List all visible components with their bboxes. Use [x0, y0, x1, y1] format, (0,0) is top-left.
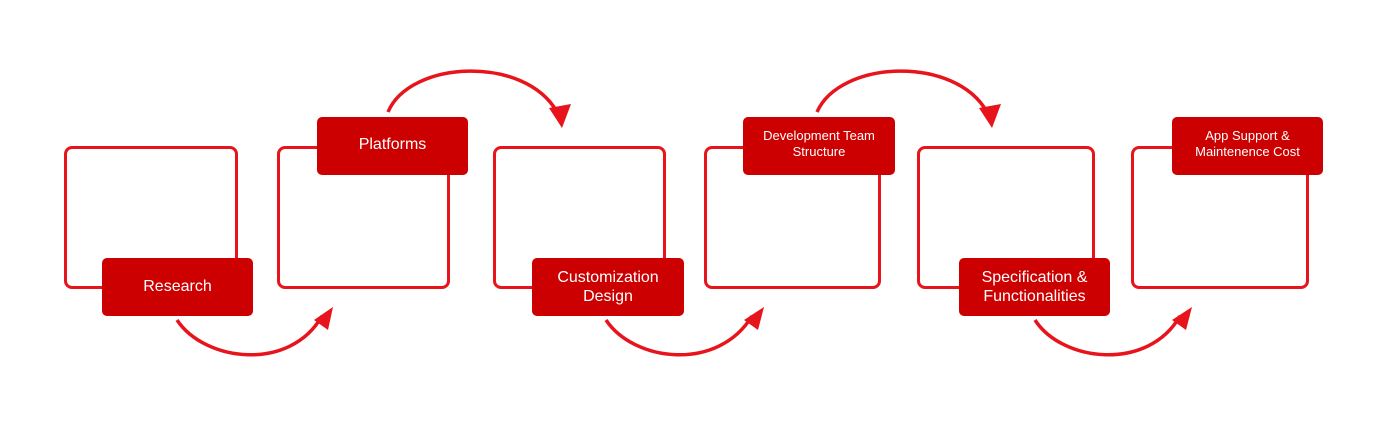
arrow-3-to-4: [604, 315, 754, 357]
step-label-research: Research: [102, 258, 253, 316]
step-label-customization-design: Customization Design: [532, 258, 684, 316]
arrowhead-5: [1172, 307, 1192, 330]
step-label-specification-functionalities: Specification & Functionalities: [959, 258, 1110, 316]
arrowhead-1: [314, 307, 333, 330]
step-label-app-support-maintenence-cost: App Support & Maintenence Cost: [1172, 117, 1323, 175]
arrow-2-to-3: [386, 69, 559, 113]
arrow-4-to-5: [815, 69, 989, 113]
arrowhead-4: [979, 104, 1001, 128]
arrowhead-2: [549, 104, 571, 128]
step-label-platforms: Platforms: [317, 117, 468, 175]
arrow-1-to-2: [175, 315, 324, 357]
step-label-development-team-structure: Development Team Structure: [743, 117, 895, 175]
arrowhead-3: [744, 307, 764, 330]
arrow-5-to-6: [1033, 315, 1182, 357]
